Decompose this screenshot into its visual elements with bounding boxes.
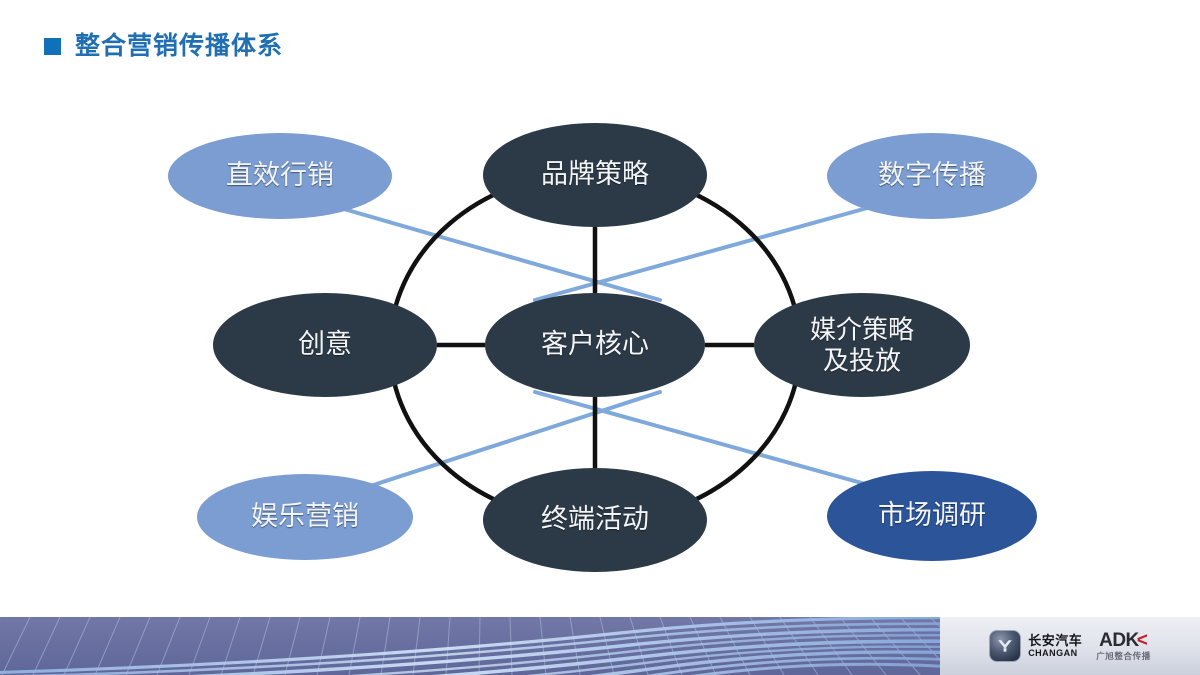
node-brand-strategy[interactable] [483,123,707,227]
node-terminal-events[interactable] [483,468,707,572]
changan-name-en: CHANGAN [1028,648,1078,658]
node-digital-comms[interactable] [827,133,1037,219]
connector-center-to-top-right [533,203,880,302]
blue-diagonal-connectors [328,203,880,492]
satellite-nodes [168,133,1037,561]
footer-decoration-band: 长安汽车 CHANGAN ADK < 广旭整合传播 [0,617,1200,675]
adk-chevron-icon: < [1136,630,1148,652]
core-nodes [213,123,970,572]
title-bullet-icon [44,38,61,55]
adk-tagline: 广旭整合传播 [1096,651,1151,662]
connector-center-to-top-left [328,203,662,302]
connector-center-to-bottom-right [533,390,878,489]
footer-logo-plate: 长安汽车 CHANGAN ADK < 广旭整合传播 [940,617,1200,675]
changan-wordmark: 长安汽车 CHANGAN [1028,634,1082,658]
node-creative[interactable] [213,293,437,397]
node-entertainment-mkt[interactable] [197,474,413,560]
adk-logo: ADK < 广旭整合传播 [1096,631,1151,661]
changan-emblem-icon [989,630,1022,662]
node-direct-marketing[interactable] [168,133,392,219]
changan-logo: 长安汽车 CHANGAN [989,630,1082,662]
title-text: 整合营销传播体系 [75,32,284,60]
connector-center-to-bottom-left [356,390,662,492]
node-media-strategy[interactable] [754,293,970,397]
diagram-stage: 直效行销 数字传播 娱乐营销 市场调研 品牌策略 创意 媒介策略 及投放 终端活… [168,123,1037,572]
node-customer-core[interactable] [485,293,705,397]
adk-name: ADK [1099,630,1139,652]
changan-name-cn: 长安汽车 [1028,633,1083,648]
adk-wordmark: ADK < [1099,631,1148,650]
diagram-canvas [168,123,1037,572]
page-title: 整合营销传播体系 [44,34,283,59]
node-market-research[interactable] [827,471,1037,561]
black-spoke-connectors [437,227,754,468]
